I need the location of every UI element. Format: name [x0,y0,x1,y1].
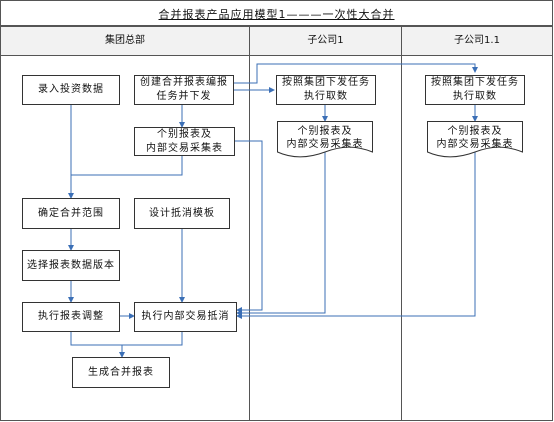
node-hq-collect: 个别报表及 内部交易采集表 [134,127,235,156]
node-sub1-fetch: 按照集团下发任务 执行取数 [276,75,376,105]
lane-header-hq: 集团总部 [0,26,250,56]
sub11-collect-label: 个别报表及 内部交易采集表 [436,126,514,150]
diagram-title: 合并报表产品应用模型1———一次性大合并 [158,8,395,21]
title-bar: 合并报表产品应用模型1———一次性大合并 [0,0,553,26]
sub11-document-shape [427,121,523,158]
node-create-task: 创建合并报表编报 任务并下发 [134,75,234,105]
node-sub11-fetch: 按照集团下发任务 执行取数 [425,75,525,105]
lane-sub11 [401,56,553,421]
arrow-sub1-collect-to-eliminate [236,152,326,316]
node-exec-eliminate: 执行内部交易抵消 [134,302,237,332]
arrow-create-to-sub11 [234,63,478,84]
node-sub11-collect: 个别报表及 内部交易采集表 [427,121,523,161]
arrow-adjust-down [70,332,183,346]
node-define-scope: 确定合并范围 [22,198,120,229]
node-enter-investment: 录入投资数据 [22,75,120,105]
node-sub1-collect: 个别报表及 内部交易采集表 [277,121,373,161]
lane-header-sub1: 子公司1 [249,26,402,56]
node-generate: 生成合并报表 [72,357,170,388]
arrow-collect-to-trunk [71,156,183,176]
arrow-sub11-collect-to-eliminate [236,152,476,319]
sub1-collect-label: 个别报表及 内部交易采集表 [286,126,364,150]
node-exec-adjust: 执行报表调整 [22,302,120,332]
arrow-collect-to-eliminate [235,140,263,313]
node-design-template: 设计抵消模板 [134,198,230,229]
lane-header-sub11: 子公司1.1 [401,26,553,56]
sub1-document-shape [277,121,373,158]
node-select-version: 选择报表数据版本 [22,250,120,281]
